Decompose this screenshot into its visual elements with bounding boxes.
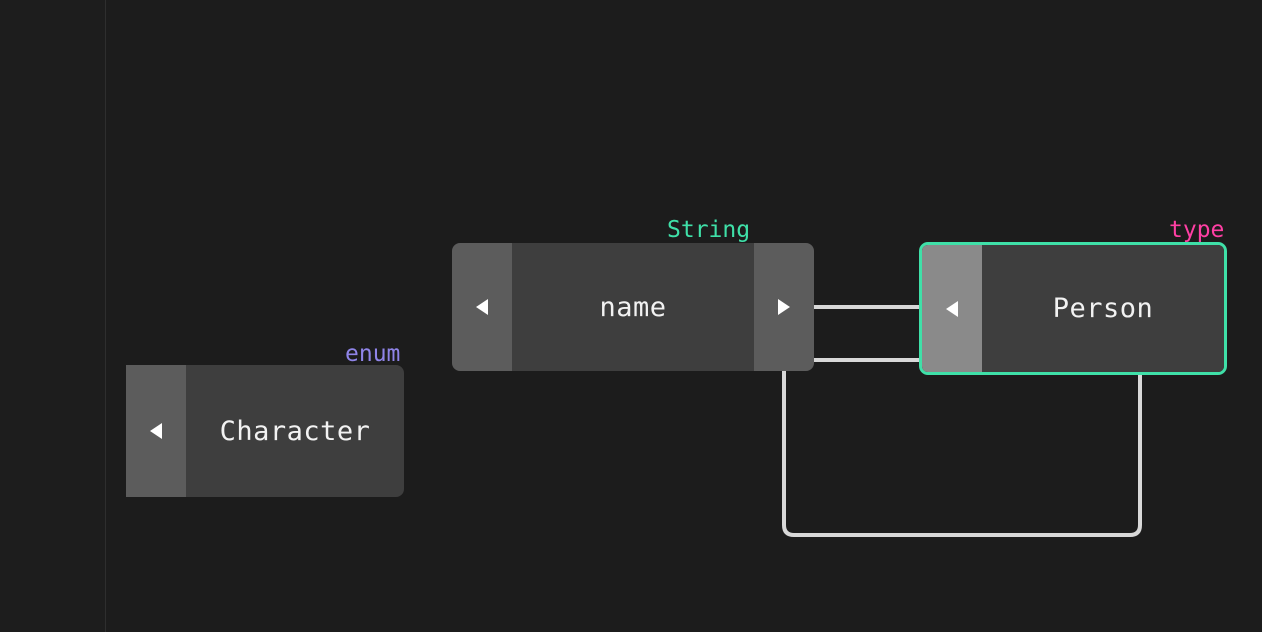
node-name-input-handle[interactable] [452, 243, 512, 371]
node-person-input-handle[interactable] [922, 245, 982, 372]
node-character[interactable]: Character [126, 365, 404, 497]
node-name-output-handle[interactable] [754, 243, 814, 371]
node-person-title: Person [1052, 293, 1154, 324]
node-name-title: name [599, 291, 667, 323]
triangle-right-icon [778, 299, 790, 315]
triangle-left-icon [150, 423, 162, 439]
node-type-label-person: type [1169, 217, 1225, 243]
panel-divider[interactable] [105, 0, 106, 632]
node-name-body[interactable]: name [512, 243, 754, 371]
node-type-label-character: enum [345, 341, 401, 367]
node-name[interactable]: name [452, 243, 814, 371]
node-character-input-handle[interactable] [126, 365, 186, 497]
node-person-body[interactable]: Person [982, 245, 1224, 372]
triangle-left-icon [946, 300, 958, 317]
triangle-left-icon [476, 299, 488, 315]
node-character-body[interactable]: Character [186, 365, 404, 497]
node-type-label-name: String [667, 217, 751, 243]
left-panel [0, 0, 105, 632]
node-person[interactable]: Person [919, 242, 1227, 375]
node-character-title: Character [219, 415, 371, 447]
